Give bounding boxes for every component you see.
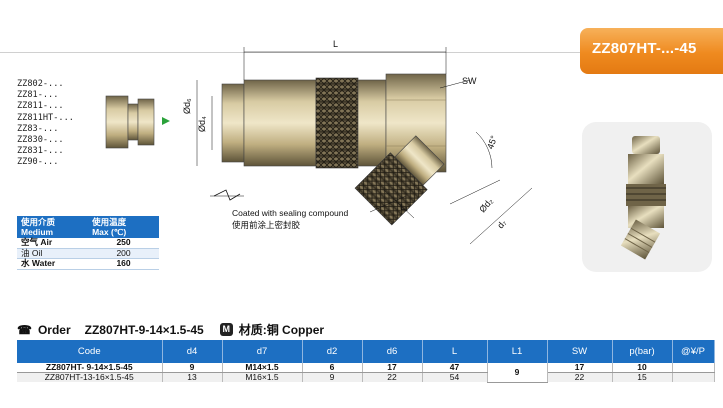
series-item: ZZ811-... [17, 101, 64, 112]
spec-header-row: Code d4 d7 d2 d6 L L1 SW p(bar) @¥/P [17, 340, 715, 363]
dim-d4-label: Ød₄ [197, 116, 207, 132]
series-item: ZZ90-... [17, 157, 59, 168]
dim-d6-label: Ød₆ [182, 98, 192, 114]
dim-sw-label: SW [462, 76, 477, 86]
temperature-header: 使用温度 Max (℃) [88, 216, 159, 238]
dim-angle-label: 45° [485, 134, 499, 151]
table-row: 空气 Air 250 [17, 237, 159, 249]
order-code: ZZ807HT-9-14×1.5-45 [84, 322, 204, 337]
col-d7: d7 [222, 340, 303, 363]
table-row: ZZ807HT- 9-14×1.5-45 9 M14×1.5 6 17 47 9… [17, 363, 715, 383]
compatible-series-list: ZZ802-... ZZ81-... ZZ811-... ZZ811HT-...… [17, 79, 74, 169]
series-item: ZZ811HT-... [17, 112, 74, 123]
col-price: @¥/P [672, 340, 715, 363]
medium-temperature-table: 使用介质 Medium 使用温度 Max (℃) 空气 Air 250 油 Oi… [17, 216, 159, 270]
header-divider [0, 52, 580, 53]
arrow-icon [162, 117, 170, 125]
coupling-drawing: L SW Ød₆ Ød₄ 45° Ød₂ d₇ L₁ Coated with s… [105, 39, 533, 245]
series-item: ZZ802-... [17, 79, 64, 89]
col-l1: L1 [487, 340, 548, 363]
series-item: ZZ83-... [17, 123, 59, 134]
coupling-body [221, 73, 447, 226]
phone-icon: ☎ [17, 322, 32, 337]
coupling-photo-icon [620, 136, 666, 260]
col-sw: SW [547, 340, 613, 363]
dim-l-label: L [333, 39, 338, 49]
col-d2: d2 [302, 340, 363, 363]
seal-symbol-icon [213, 189, 241, 201]
col-l: L [422, 340, 488, 363]
order-line: ☎ Order ZZ807HT-9-14×1.5-45 M 材质:铜 Coppe… [17, 321, 324, 338]
dim-d2-label: Ød₂ [477, 196, 495, 215]
seal-note-cn: 使用前涂上密封胶 [232, 220, 301, 230]
col-d6: d6 [362, 340, 423, 363]
col-code: Code [17, 340, 163, 363]
table-row: ZZ807HT-13-16×1.5-45 13 M16×1.5 9 22 54 … [17, 372, 715, 382]
seal-note-en: Coated with sealing compound [232, 208, 349, 218]
medium-header: 使用介质 Medium [17, 216, 89, 238]
plug-part [105, 95, 155, 149]
series-item: ZZ831-... [17, 146, 64, 157]
spec-table: Code d4 d7 d2 d6 L L1 SW p(bar) @¥/P ZZ8… [17, 340, 715, 383]
table-row: 油 Oil 200 [17, 248, 159, 260]
col-pressure: p(bar) [612, 340, 673, 363]
series-item: ZZ81-... [17, 90, 59, 101]
dim-l1-label: L₁ [400, 202, 408, 212]
table-row: 水 Water 160 [17, 258, 159, 270]
product-title: ZZ807HT-...-45 [592, 40, 697, 57]
material-icon: M [219, 323, 233, 336]
series-item: ZZ830-... [17, 135, 64, 146]
material-label: 材质:铜 Copper [238, 323, 325, 337]
order-label: Order [37, 322, 71, 337]
product-photo [582, 122, 712, 272]
col-d4: d4 [162, 340, 223, 363]
product-banner [580, 28, 723, 74]
